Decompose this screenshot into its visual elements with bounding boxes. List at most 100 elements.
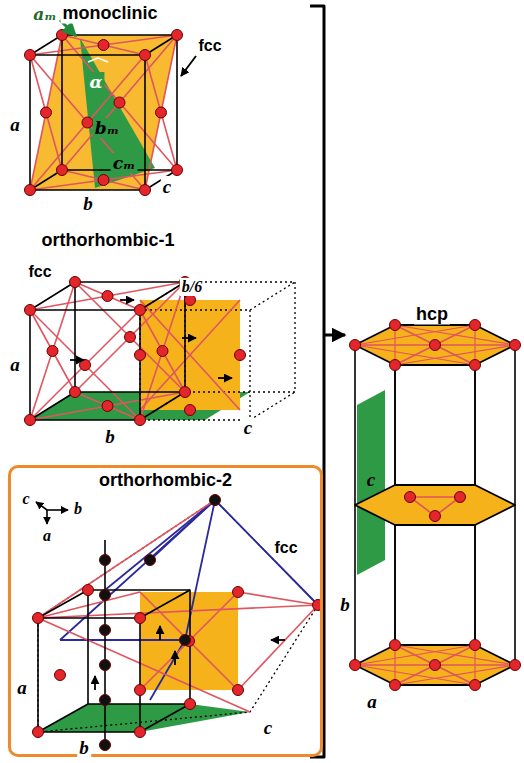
title: hcp <box>414 304 450 325</box>
shift-arrow <box>120 299 134 301</box>
atom <box>102 401 113 412</box>
yellow-layer <box>355 485 515 525</box>
bond-line <box>140 282 185 420</box>
structure-label: fcc <box>26 263 53 281</box>
atom <box>180 635 191 646</box>
atom <box>172 30 183 41</box>
transition-arrow <box>324 334 345 337</box>
atom <box>390 680 401 691</box>
atom <box>470 320 481 331</box>
bond-line <box>38 500 215 618</box>
axis-label: c <box>242 417 254 439</box>
cell-edge <box>30 282 75 310</box>
yellow-plane <box>140 300 240 410</box>
bond-line <box>30 282 75 420</box>
axis-label: a <box>8 114 22 136</box>
cell-edge <box>38 704 88 732</box>
atom <box>33 613 44 624</box>
blue-bond <box>60 640 185 700</box>
axis-arrow <box>36 502 47 510</box>
atom <box>57 165 68 176</box>
axis-label: c <box>365 469 377 491</box>
shift-arrow <box>218 377 232 379</box>
atom <box>70 387 81 398</box>
bond-line <box>140 310 185 392</box>
atom <box>33 727 44 738</box>
bond-line <box>62 170 145 190</box>
atom <box>470 360 481 371</box>
atom <box>157 346 168 357</box>
atom <box>185 405 196 416</box>
axis-label: cₘ <box>111 153 138 173</box>
shift-label: b/6 <box>180 278 204 296</box>
atom <box>70 277 81 288</box>
atom <box>510 340 521 351</box>
bond-line <box>140 300 240 410</box>
cell-edge <box>38 590 88 618</box>
yellow-plane <box>30 35 177 190</box>
green-plane <box>357 390 385 575</box>
cell-edge <box>75 282 185 392</box>
green-plane <box>80 38 155 188</box>
axis-label: b <box>103 426 117 448</box>
axis-label: b <box>81 193 95 215</box>
atom <box>135 305 146 316</box>
title: monoclinic <box>60 3 159 24</box>
atom <box>57 30 68 41</box>
atom <box>470 680 481 691</box>
axis-label: bₘ <box>93 118 121 138</box>
atom <box>135 727 146 738</box>
atom <box>135 613 146 624</box>
bond-line <box>145 55 177 170</box>
atom <box>25 415 36 426</box>
atom <box>235 350 246 361</box>
bond-line <box>62 35 145 55</box>
atom <box>145 555 156 566</box>
cell-edge <box>140 392 185 420</box>
blue-bond <box>215 500 318 605</box>
bond-line <box>355 665 475 685</box>
atom <box>98 40 109 51</box>
atom <box>180 387 191 398</box>
structure-label: fcc <box>272 539 299 557</box>
atom <box>233 587 244 598</box>
atom <box>125 332 136 343</box>
cell-edge <box>62 35 177 170</box>
bond-line <box>395 645 515 665</box>
atom <box>135 685 146 696</box>
atom <box>100 695 111 706</box>
angle-arc <box>88 58 108 62</box>
atom <box>510 660 521 671</box>
atom <box>350 660 361 671</box>
axis-label: c <box>262 717 274 739</box>
atom <box>135 350 146 361</box>
bond-line <box>238 592 318 605</box>
atom <box>80 360 91 371</box>
leader-arrow <box>181 56 196 76</box>
bond-line <box>140 300 240 410</box>
atom <box>390 320 401 331</box>
axis-label: a <box>41 527 53 545</box>
axis-label: c <box>20 490 31 508</box>
axis-label: a <box>365 691 379 713</box>
atom <box>25 50 36 61</box>
cell-edge <box>140 704 190 732</box>
shift-arrow <box>271 639 285 641</box>
fcc-outline <box>215 500 318 605</box>
axis-label: aₘ <box>31 4 58 24</box>
atom <box>100 555 111 566</box>
yellow-layer <box>355 645 515 685</box>
atom <box>100 740 111 751</box>
atom <box>100 590 111 601</box>
fcc-outline <box>38 500 318 732</box>
atom <box>390 360 401 371</box>
atom <box>210 495 221 506</box>
atom <box>100 660 111 671</box>
cell-edge <box>30 392 75 420</box>
atom <box>430 340 441 351</box>
bond-line <box>30 55 62 170</box>
atom <box>55 670 66 681</box>
bond-line <box>355 345 475 365</box>
